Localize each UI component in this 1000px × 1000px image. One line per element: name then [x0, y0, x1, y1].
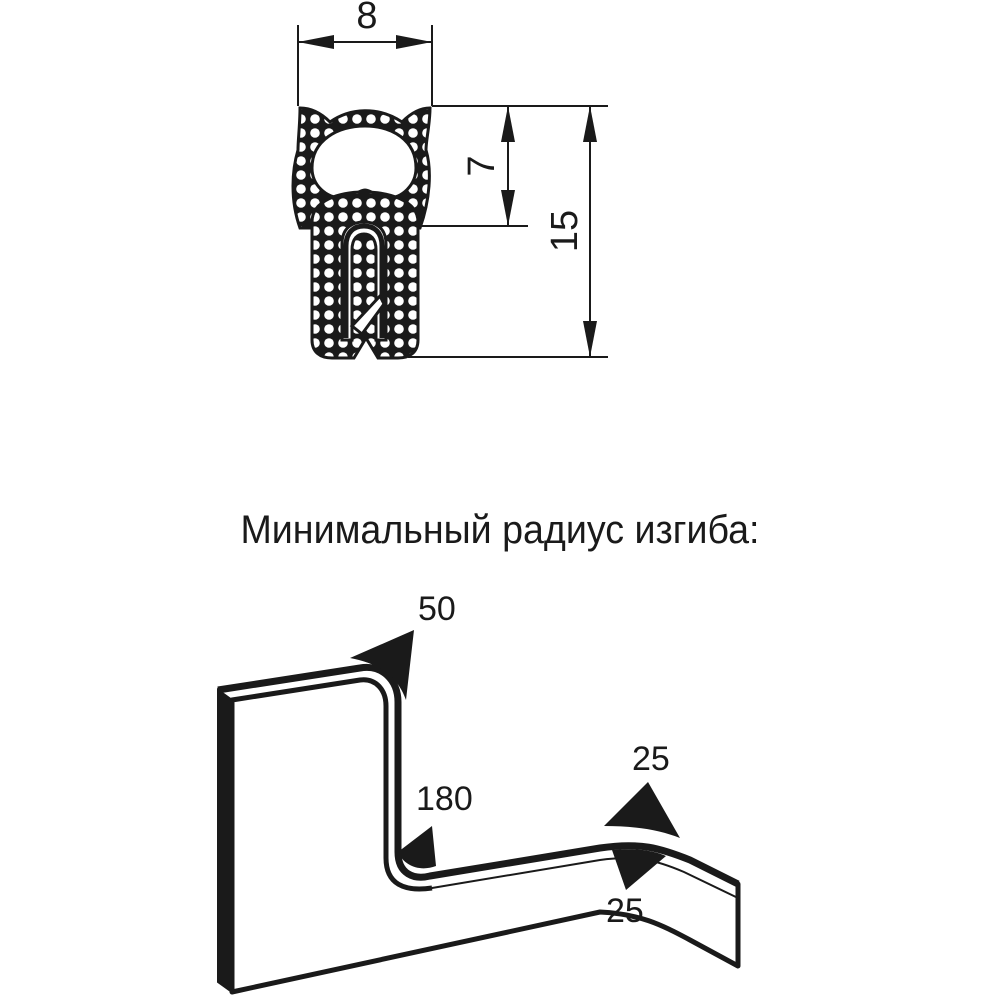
bend-strip — [217, 663, 741, 995]
seal-profile — [291, 106, 432, 360]
dimension-total-height-label: 15 — [544, 210, 586, 252]
bend-radius-25-bottom-label: 25 — [606, 892, 644, 930]
bend-radius-50-marker — [350, 630, 414, 700]
bend-radius-180-label: 180 — [416, 780, 473, 818]
bend-radius-25-top-label: 25 — [632, 740, 670, 778]
dimension-width: 8 — [297, 0, 433, 106]
bend-radius-25-top-marker — [604, 782, 680, 838]
dimension-bulb-height: 7 — [420, 105, 608, 227]
bend-radius-50-label: 50 — [418, 590, 456, 628]
seal-bulb-hole — [310, 124, 418, 200]
seal-clamp-body — [310, 190, 420, 360]
dimension-bulb-height-label: 7 — [461, 155, 503, 176]
dimension-total-height: 15 — [408, 106, 608, 358]
bend-radius-25-bottom-marker — [612, 849, 666, 890]
dimension-width-label: 8 — [356, 0, 377, 37]
bend-radius-caption: Минимальный радиус изгиба: — [240, 508, 760, 552]
bend-radius-180-marker — [398, 826, 436, 869]
bend-strip-top-edge — [217, 663, 740, 888]
seal-metal-insert — [343, 223, 385, 338]
seal-retaining-tongue — [349, 293, 386, 337]
